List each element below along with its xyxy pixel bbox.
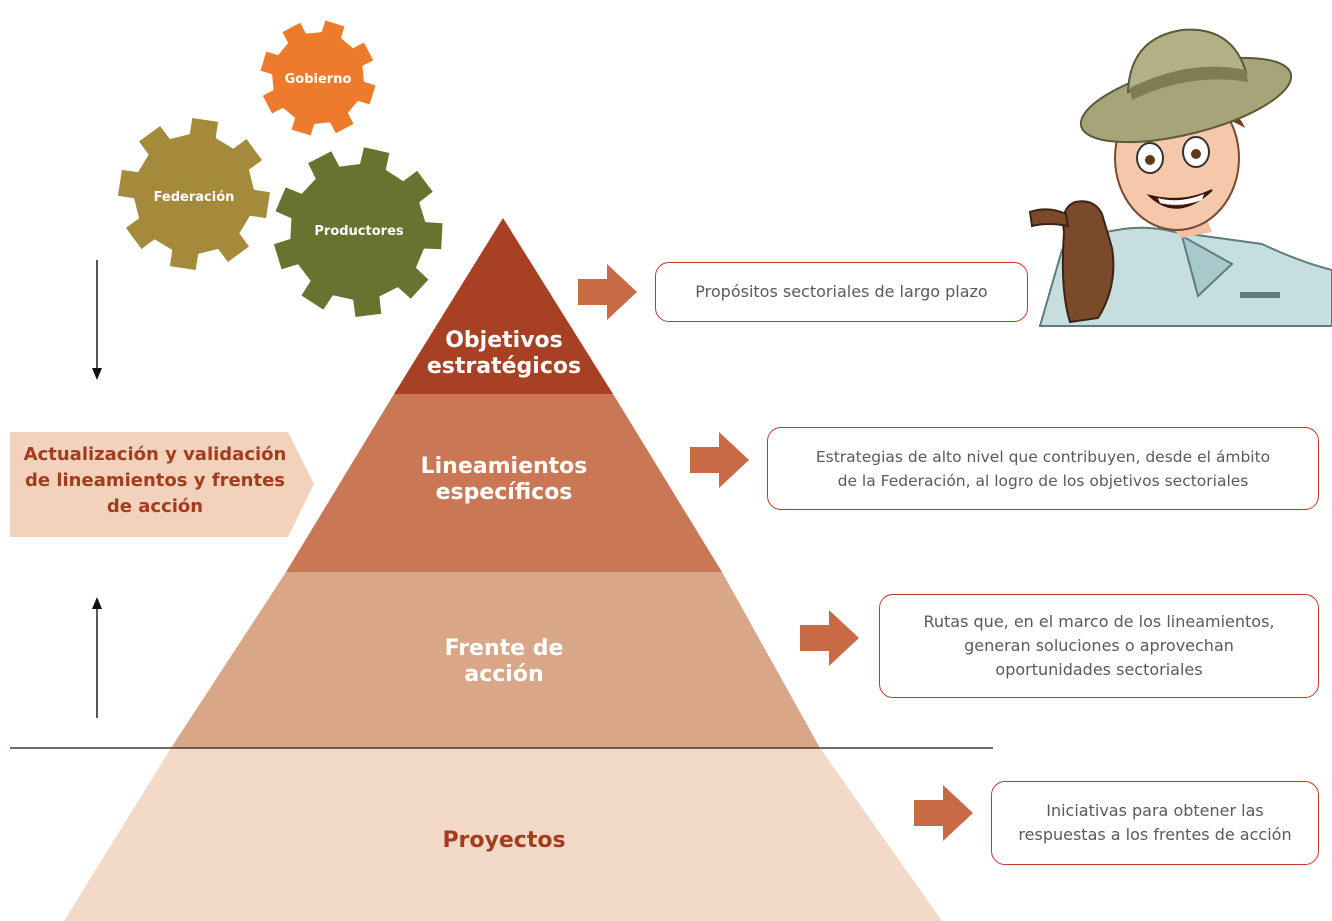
gear-productores-icon	[273, 147, 443, 317]
desc-frente-line2: generan soluciones o aprovechan	[964, 636, 1234, 655]
desc-objetivos-line1: Propósitos sectoriales de largo plazo	[695, 282, 988, 301]
gear-gob-shape	[260, 20, 376, 136]
desc-frente-line1: Rutas que, en el marco de los lineamient…	[923, 612, 1275, 631]
gear-federacion-label: Federación	[153, 190, 235, 205]
arrow-proyectos	[914, 785, 973, 841]
arrow-frente	[800, 610, 859, 666]
desc-box-lineamientos: Estrategias de alto nivel que contribuye…	[767, 427, 1319, 510]
desc-lineamientos-line1: Estrategias de alto nivel que contribuye…	[815, 447, 1271, 466]
level-label-objetivos-line2: estratégicos	[426, 354, 582, 379]
up-arrow	[92, 597, 102, 718]
arrow-objetivos	[578, 264, 637, 320]
level-label-lineamientos: Lineamientos específicos	[404, 454, 604, 506]
down-arrow	[92, 260, 102, 380]
arrow-lineamientos	[690, 432, 749, 488]
side-label: Actualización y validación de lineamient…	[14, 442, 296, 520]
desc-box-objetivos: Propósitos sectoriales de largo plazo	[655, 262, 1028, 322]
level-label-frente-line2: acción	[464, 662, 544, 687]
gear-federacion-icon	[118, 118, 270, 270]
gear-productores-label: Productores	[314, 224, 404, 239]
desc-lineamientos-line2: de la Federación, al logro de los objeti…	[837, 471, 1249, 490]
desc-proyectos-line1: Iniciativas para obtener las	[1046, 801, 1264, 820]
side-label-line2: de lineamientos y frentes	[24, 470, 286, 491]
level-label-proyectos-line1: Proyectos	[442, 828, 566, 853]
farmer-illustration	[1028, 28, 1332, 327]
desc-box-proyectos: Iniciativas para obtener las respuestas …	[991, 781, 1319, 865]
gear-fed-shape	[118, 118, 270, 270]
pyramid-level-objetivos	[394, 218, 613, 394]
pyramid-level-proyectos	[64, 748, 942, 921]
gear-gobierno-icon	[260, 20, 376, 136]
side-label-line1: Actualización y validación	[23, 444, 287, 465]
pyramid-level-frente	[171, 572, 820, 748]
level-label-frente-line1: Frente de	[444, 636, 564, 661]
side-label-arrow-shape	[10, 432, 314, 537]
level-label-lineamientos-line1: Lineamientos	[420, 454, 588, 479]
level-label-proyectos: Proyectos	[404, 828, 604, 854]
desc-box-frente: Rutas que, en el marco de los lineamient…	[879, 594, 1319, 698]
level-label-objetivos: Objetivos estratégicos	[404, 328, 604, 380]
level-label-lineamientos-line2: específicos	[435, 480, 573, 505]
gear-prod-shape	[273, 147, 443, 317]
pyramid-level-lineamientos	[286, 394, 722, 572]
level-label-frente: Frente de acción	[404, 636, 604, 688]
side-label-line3: de acción	[106, 496, 204, 517]
desc-proyectos-line2: respuestas a los frentes de acción	[1018, 825, 1292, 844]
desc-frente-line3: oportunidades sectoriales	[995, 660, 1203, 679]
gear-gobierno-label: Gobierno	[284, 72, 352, 87]
level-label-objetivos-line1: Objetivos	[445, 328, 563, 353]
